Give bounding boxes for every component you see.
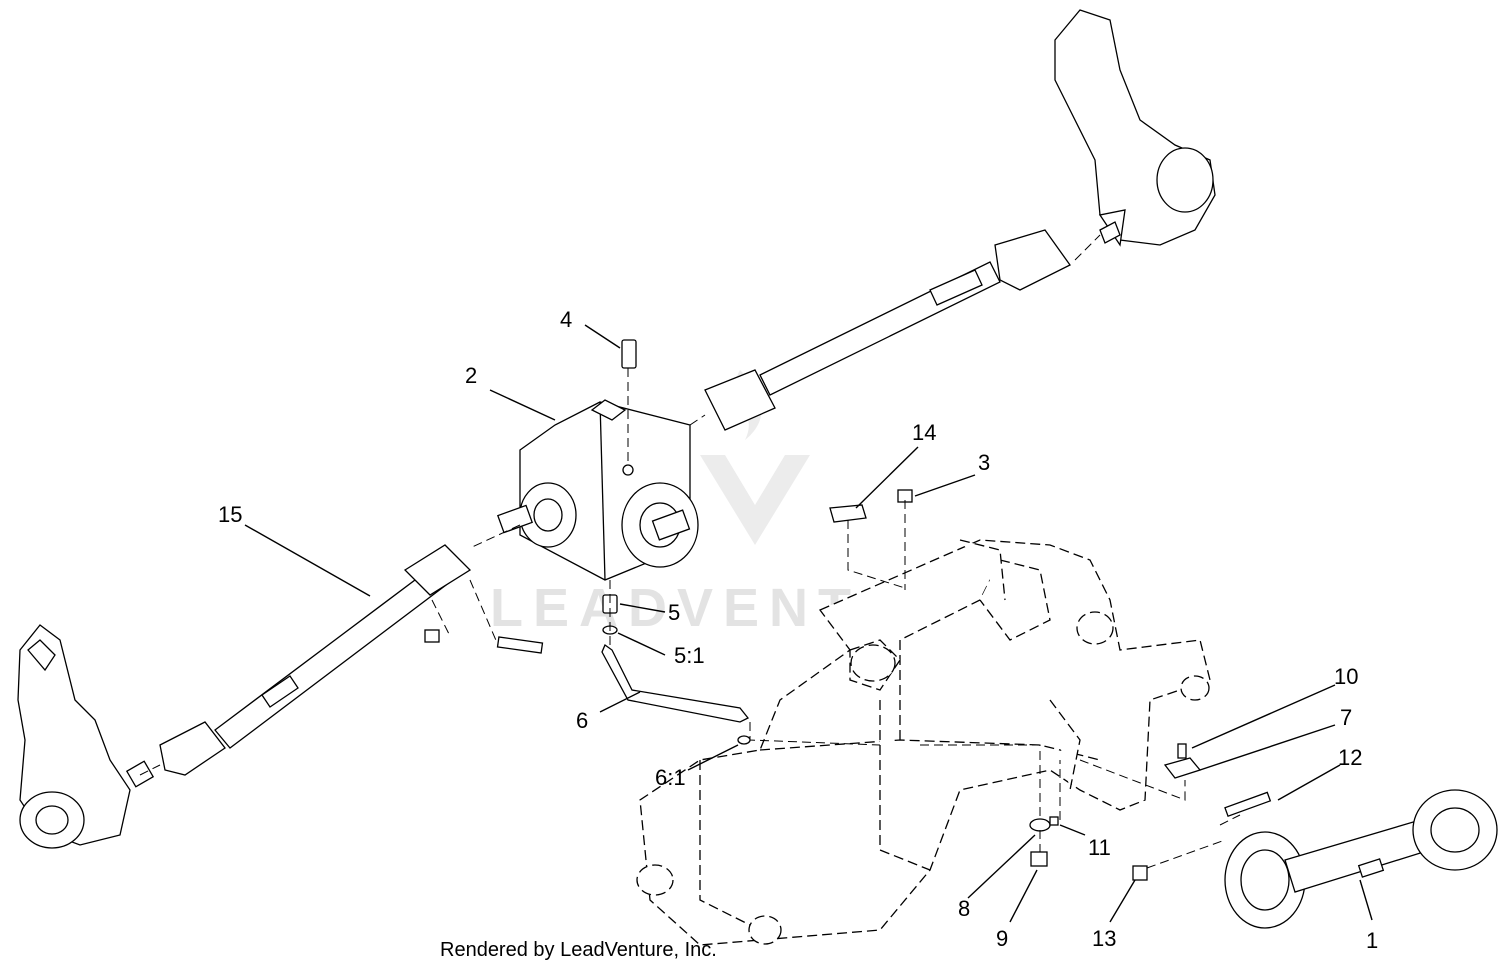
callout-6-1: 6:1 xyxy=(655,765,686,790)
callout-15: 15 xyxy=(218,502,242,527)
nut-13 xyxy=(1132,865,1148,881)
callout-1: 1 xyxy=(1366,928,1378,953)
callout-13: 13 xyxy=(1092,926,1116,951)
grease-tube xyxy=(601,644,750,723)
callout-9: 9 xyxy=(996,926,1008,951)
long-bolt xyxy=(1224,791,1272,818)
assembly-lines xyxy=(139,234,1241,869)
callout-3: 3 xyxy=(978,450,990,475)
nut-9 xyxy=(1030,851,1048,867)
shaft-nut xyxy=(424,629,440,643)
o-ring-2 xyxy=(737,735,751,745)
right-spindle-housing xyxy=(1054,9,1216,247)
left-spindle-housing xyxy=(17,624,131,849)
left-drive-shaft xyxy=(125,544,472,788)
callout-2: 2 xyxy=(465,363,477,388)
callout-8: 8 xyxy=(958,896,970,921)
nut-11 xyxy=(1049,816,1059,826)
callout-5: 5 xyxy=(668,600,680,625)
render-credit: Rendered by LeadVenture, Inc. xyxy=(440,939,717,961)
callout-12: 12 xyxy=(1338,745,1362,770)
right-drive-shaft xyxy=(704,221,1121,431)
clip xyxy=(1163,757,1202,779)
callout-10: 10 xyxy=(1334,664,1358,689)
callouts: 1 2 3 4 5 5:1 6 6:1 7 8 9 10 11 12 13 14… xyxy=(218,307,1378,953)
callout-14: 14 xyxy=(912,420,936,445)
screw xyxy=(1177,743,1187,759)
vent-plug xyxy=(621,339,637,369)
mower-deck-frame xyxy=(636,539,1211,946)
shaft-bolt xyxy=(496,636,544,654)
callout-7: 7 xyxy=(1340,705,1352,730)
pto-driveline xyxy=(1224,789,1498,929)
callout-6: 6 xyxy=(576,708,588,733)
callout-11: 11 xyxy=(1088,835,1111,860)
callout-4: 4 xyxy=(560,307,572,332)
leader-lines xyxy=(244,324,1373,923)
small-hardware xyxy=(424,339,1498,929)
gearbox xyxy=(496,399,699,581)
washer xyxy=(1029,818,1051,832)
decal xyxy=(829,504,867,523)
callout-5-1: 5:1 xyxy=(674,643,705,668)
